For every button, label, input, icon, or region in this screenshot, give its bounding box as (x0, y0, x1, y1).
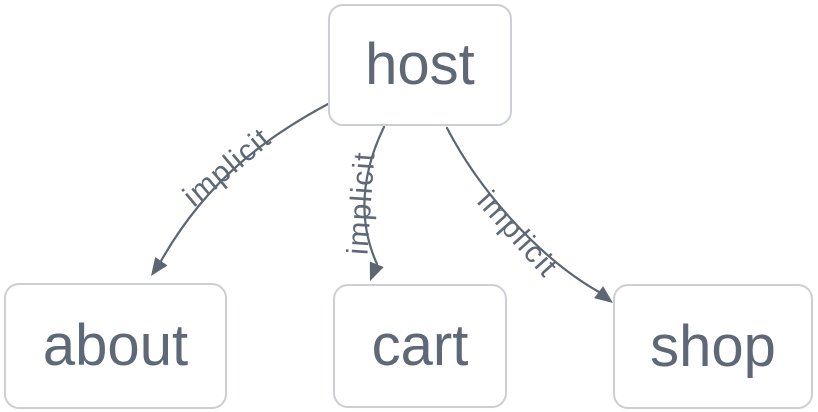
node-label-shop: shop (650, 313, 776, 379)
node-shop: shop (613, 284, 813, 409)
node-cart: cart (333, 284, 507, 408)
node-label-cart: cart (371, 313, 469, 378)
node-about: about (4, 283, 227, 409)
node-label-host: host (365, 32, 475, 97)
node-label-about: about (42, 313, 189, 378)
edge-label-host-about: implicit (177, 121, 278, 213)
edge-label-host-shop: implicit (471, 185, 565, 284)
arrowhead-icon (151, 256, 168, 276)
arrowhead-icon (594, 286, 613, 303)
arrowhead-icon (369, 261, 384, 281)
node-host: host (328, 4, 512, 126)
edge-host-shop (445, 126, 601, 294)
edge-host-cart (363, 125, 386, 266)
edge-label-host-cart: implicit (341, 150, 381, 256)
edge-host-about (159, 102, 330, 263)
